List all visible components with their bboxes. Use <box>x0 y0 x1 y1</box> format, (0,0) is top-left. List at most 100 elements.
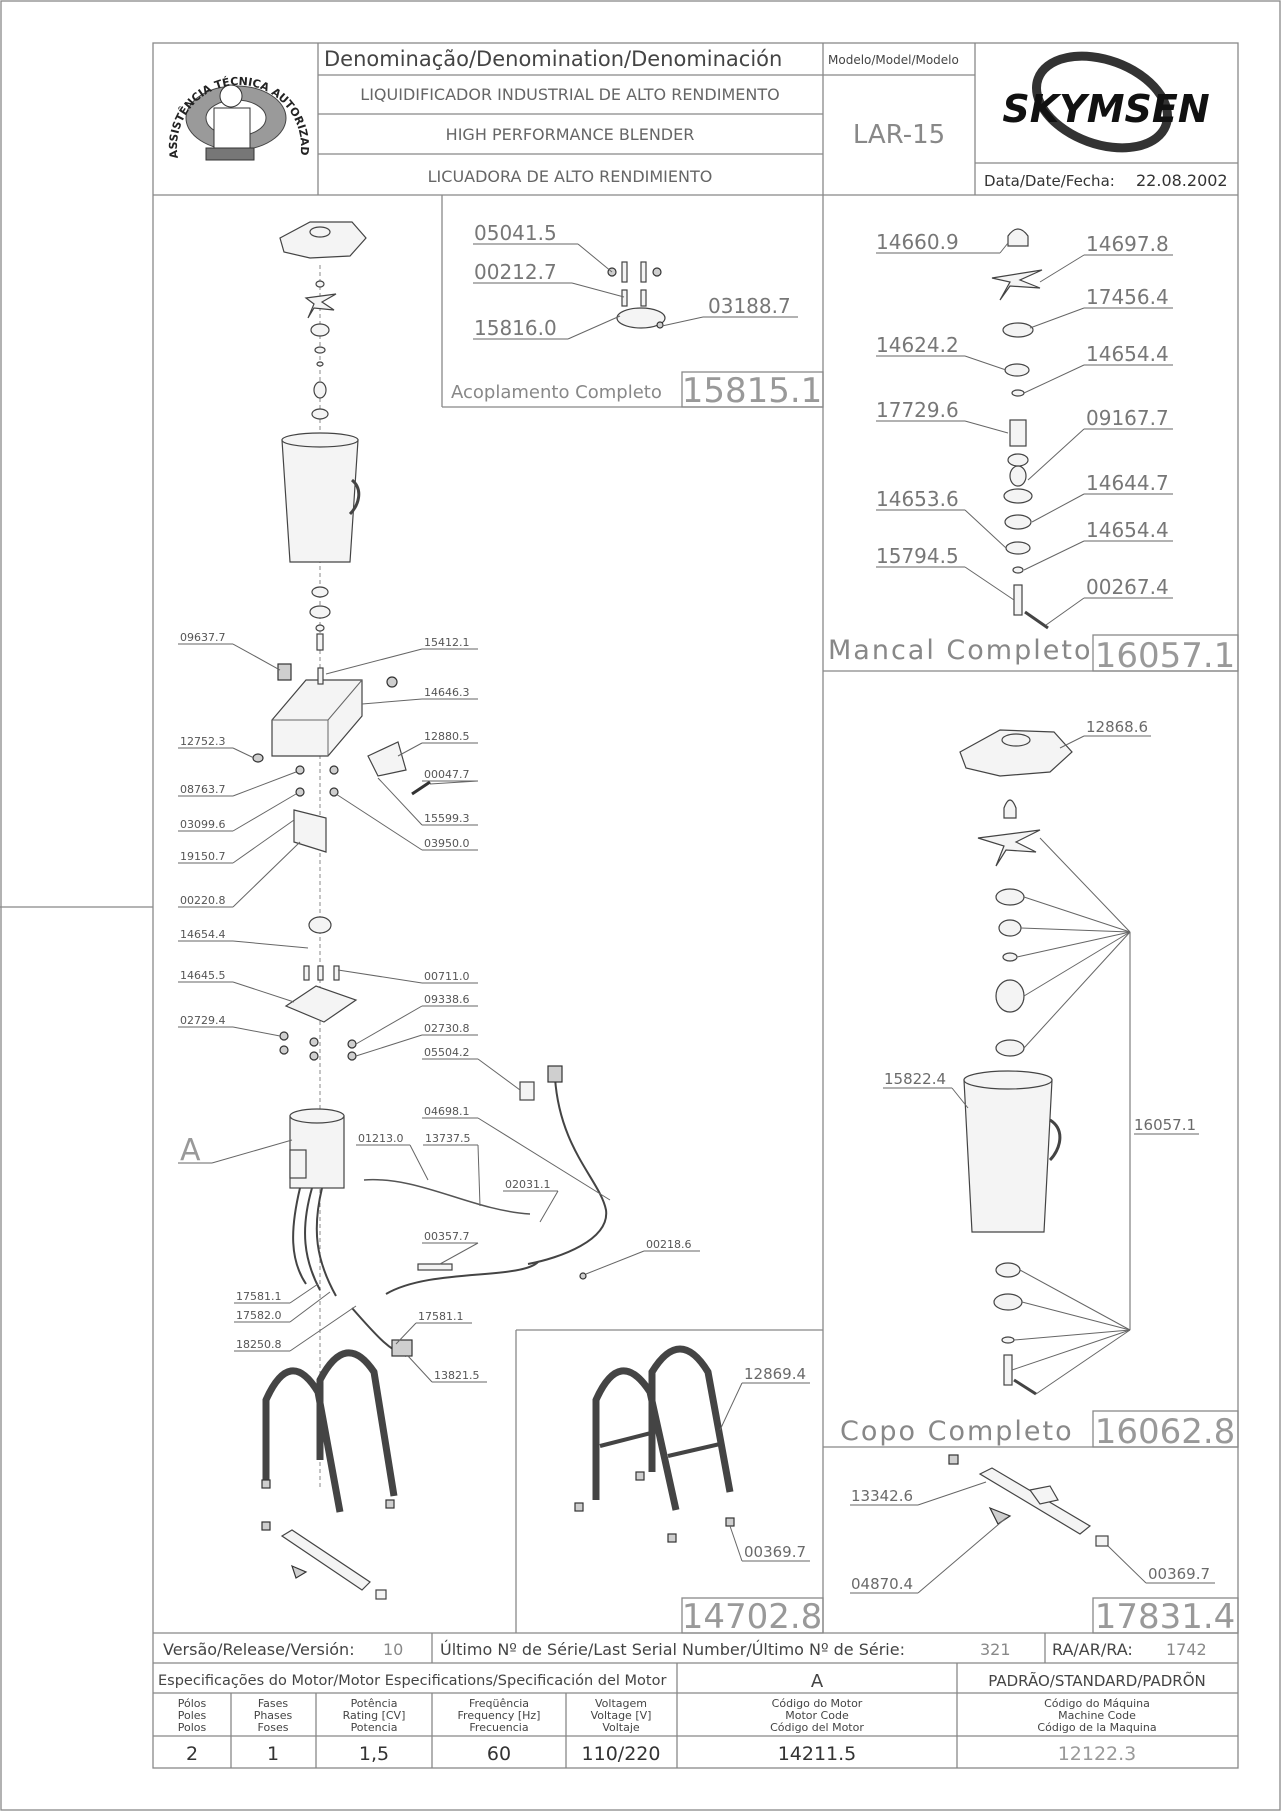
motor-spec-table: Especificações do Motor/Motor Especifica… <box>153 1663 1238 1768</box>
part-label-12869-4: 12869.4 <box>744 1365 806 1383</box>
standard-label: PADRÃO/STANDARD/PADRÕN <box>988 1671 1206 1690</box>
col-frequency-es: Frecuencia <box>469 1721 528 1734</box>
release-row: Versão/Release/Versión: 10 Último Nº de … <box>153 1632 1238 1664</box>
part-label-17729-6: 17729.6 <box>876 398 959 422</box>
part-label-15816-0: 15816.0 <box>474 316 557 340</box>
col-rating-es: Potencia <box>351 1721 398 1734</box>
col-voltage-en: Voltage [V] <box>591 1709 652 1722</box>
bearing-assembly: 14660.9 14697.8 17456.4 14624.2 14654.4 … <box>828 228 1236 676</box>
part-label-17582-0: 17582.0 <box>236 1309 282 1322</box>
part-label-01213-0: 01213.0 <box>358 1132 404 1145</box>
col-voltage-pt: Voltagem <box>595 1697 647 1710</box>
col-rating-pt: Potência <box>351 1697 398 1710</box>
part-label-15599-3: 15599.3 <box>424 812 470 825</box>
date-label: Data/Date/Fecha: <box>984 172 1115 190</box>
brand-logo-text: SKYMSEN <box>1002 87 1209 131</box>
val-voltage: 110/220 <box>582 1743 661 1765</box>
part-label-15412-1: 15412.1 <box>424 636 470 649</box>
part-label-12752-3: 12752.3 <box>180 735 226 748</box>
part-label-04870-4: 04870.4 <box>851 1575 913 1593</box>
serial-value: 321 <box>980 1640 1011 1659</box>
col-voltage-es: Voltaje <box>602 1721 640 1734</box>
title-block: ASSISTÊNCIA TÉCNICA AUTORIZADA Denominaç… <box>0 0 1238 196</box>
val-phases: 1 <box>267 1743 279 1765</box>
part-label-03099-6: 03099.6 <box>180 818 226 831</box>
part-label-19150-7: 19150.7 <box>180 850 226 863</box>
part-label-00218-6: 00218.6 <box>646 1238 692 1251</box>
part-label-00267-4: 00267.4 <box>1086 575 1169 599</box>
base-assembly: 13342.6 04870.4 00369.7 17831.4 <box>850 1454 1236 1637</box>
part-label-03188-7: 03188.7 <box>708 294 791 318</box>
denomination-title: Denominação/Denomination/Denominación <box>324 47 782 71</box>
col-phases-es: Foses <box>258 1721 289 1734</box>
part-label-14653-6: 14653.6 <box>876 487 959 511</box>
product-name-en: HIGH PERFORMANCE BLENDER <box>446 125 695 144</box>
part-label-14697-8: 14697.8 <box>1086 232 1169 256</box>
col-frequency-pt: Freqüência <box>469 1697 529 1710</box>
part-label-13821-5: 13821.5 <box>434 1369 480 1382</box>
part-label-00369-7-a: 00369.7 <box>744 1543 806 1561</box>
col-machine-code-pt: Código do Máquina <box>1044 1697 1150 1710</box>
part-label-12868-6: 12868.6 <box>1086 718 1148 736</box>
stand-assembly: 12869.4 00369.7 14702.8 <box>574 1345 823 1637</box>
part-label-04698-1: 04698.1 <box>424 1105 470 1118</box>
motor-ref: A <box>811 1671 824 1692</box>
main-exploded-view: 09637.7 12752.3 08763.7 03099.6 19150.7 … <box>178 221 700 1600</box>
part-label-13342-6: 13342.6 <box>851 1487 913 1505</box>
ra-value: 1742 <box>1166 1640 1207 1659</box>
col-motor-code-en: Motor Code <box>785 1709 849 1722</box>
version-value: 10 <box>383 1640 403 1659</box>
part-label-14644-7: 14644.7 <box>1086 471 1169 495</box>
col-motor-code-pt: Código do Motor <box>772 1697 863 1710</box>
product-name-pt: LIQUIDIFICADOR INDUSTRIAL DE ALTO RENDIM… <box>360 85 779 104</box>
part-label-13737-5: 13737.5 <box>425 1132 471 1145</box>
part-label-00711-0: 00711.0 <box>424 970 470 983</box>
part-label-02730-8: 02730.8 <box>424 1022 470 1035</box>
base-assembly-code: 17831.4 <box>1095 1597 1236 1637</box>
val-motor-code: 14211.5 <box>778 1743 857 1765</box>
part-label-18250-8: 18250.8 <box>236 1338 282 1351</box>
panel-dividers <box>441 195 1239 1634</box>
coupling-assembly-code: 15815.1 <box>682 371 823 411</box>
col-frequency-en: Frequency [Hz] <box>458 1709 541 1722</box>
col-poles-es: Polos <box>178 1721 207 1734</box>
cup-assembly-label: Copo Completo <box>840 1416 1074 1447</box>
ra-label: RA/AR/RA: <box>1052 1640 1133 1659</box>
skymsen-logo: SKYMSEN <box>1002 51 1210 153</box>
part-label-14660-9: 14660.9 <box>876 230 959 254</box>
col-machine-code-es: Código de la Maquina <box>1037 1721 1156 1734</box>
product-name-es: LICUADORA DE ALTO RENDIMIENTO <box>428 167 713 186</box>
part-label-00047-7: 00047.7 <box>424 768 470 781</box>
cup-assembly: 12868.6 15822.4 16057.1 Copo Completo 16… <box>840 718 1235 1452</box>
stand-assembly-code: 14702.8 <box>682 1597 823 1637</box>
col-phases-pt: Fases <box>258 1697 289 1710</box>
part-label-08763-7: 08763.7 <box>180 783 226 796</box>
part-label-12880-5: 12880.5 <box>424 730 470 743</box>
col-poles-pt: Pólos <box>178 1697 207 1710</box>
part-label-14654-4-main: 14654.4 <box>180 928 226 941</box>
bearing-assembly-code: 16057.1 <box>1095 636 1236 676</box>
col-motor-code-es: Código del Motor <box>770 1721 864 1734</box>
col-poles-en: Poles <box>178 1709 207 1722</box>
part-label-14646-3: 14646.3 <box>424 686 470 699</box>
bearing-assembly-label: Mancal Completo <box>828 635 1092 666</box>
part-label-05504-2: 05504.2 <box>424 1046 470 1059</box>
part-label-17581-1-a: 17581.1 <box>236 1290 282 1303</box>
coupling-assembly-label: Acoplamento Completo <box>451 382 662 403</box>
part-label-00212-7: 00212.7 <box>474 260 557 284</box>
part-label-14654-4-a: 14654.4 <box>1086 342 1169 366</box>
cup-assembly-code: 16062.8 <box>1095 1412 1236 1452</box>
col-machine-code-en: Machine Code <box>1058 1709 1136 1722</box>
part-label-02031-1: 02031.1 <box>505 1178 551 1191</box>
model-title: Modelo/Model/Modelo <box>828 53 959 67</box>
part-label-15794-5: 15794.5 <box>876 544 959 568</box>
part-label-03950-0: 03950.0 <box>424 837 470 850</box>
model-number: LAR-15 <box>853 120 945 150</box>
coupling-assembly: 05041.5 00212.7 15816.0 03188.7 Acoplame… <box>451 221 822 411</box>
part-label-05041-5: 05041.5 <box>474 221 557 245</box>
col-phases-en: Phases <box>254 1709 293 1722</box>
part-label-09338-6: 09338.6 <box>424 993 470 1006</box>
motor-spec-title: Especificações do Motor/Motor Especifica… <box>158 1673 666 1689</box>
